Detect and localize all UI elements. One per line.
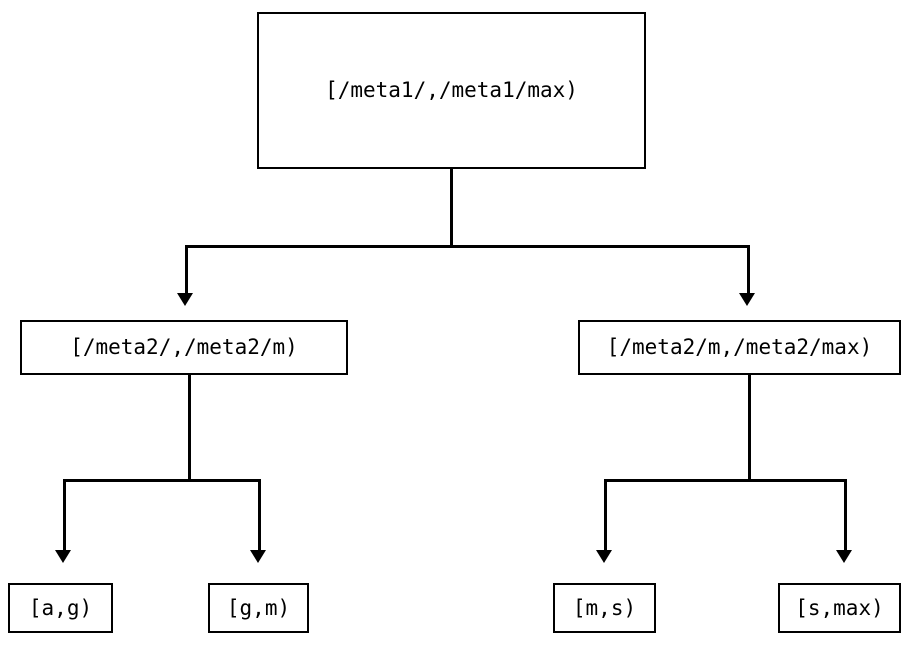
tree-node-leaf-smax[interactable]: [s,max) — [778, 583, 901, 633]
tree-node-meta2-high[interactable]: [/meta2/m,/meta2/max) — [578, 320, 901, 375]
edge-meta2-high-stem — [748, 375, 751, 481]
tree-node-root[interactable]: [/meta1/,/meta1/max) — [257, 12, 646, 169]
arrowhead-meta2-low-to-leaf-gm — [250, 550, 266, 563]
arrowhead-root-to-meta2-low — [177, 293, 193, 306]
tree-node-leaf-ag[interactable]: [a,g) — [8, 583, 113, 633]
tree-node-leaf-ms-label: [m,s) — [572, 595, 637, 620]
tree-node-leaf-ag-label: [a,g) — [28, 595, 93, 620]
tree-node-leaf-ms[interactable]: [m,s) — [553, 583, 656, 633]
tree-node-meta2-low[interactable]: [/meta2/,/meta2/m) — [20, 320, 348, 375]
edge-meta2-low-distribution-bar — [63, 479, 261, 482]
arrowhead-root-to-meta2-high — [739, 293, 755, 306]
edge-root-distribution-bar — [185, 245, 750, 248]
edge-meta2-low-stem — [188, 375, 191, 481]
tree-node-meta2-high-label: [/meta2/m,/meta2/max) — [606, 335, 873, 359]
edge-meta2-high-to-leaf-smax — [844, 479, 847, 552]
arrowhead-meta2-low-to-leaf-ag — [55, 550, 71, 563]
tree-node-root-label: [/meta1/,/meta1/max) — [325, 78, 578, 102]
edge-meta2-high-distribution-bar — [604, 479, 847, 482]
edge-root-stem — [450, 169, 453, 247]
tree-node-leaf-smax-label: [s,max) — [795, 595, 884, 620]
edge-root-to-meta2-high — [747, 245, 750, 295]
edge-meta2-low-to-leaf-ag — [63, 479, 66, 552]
tree-node-meta2-low-label: [/meta2/,/meta2/m) — [70, 335, 298, 359]
arrowhead-meta2-high-to-leaf-smax — [836, 550, 852, 563]
tree-node-leaf-gm-label: [g,m) — [226, 595, 291, 620]
arrowhead-meta2-high-to-leaf-ms — [596, 550, 612, 563]
tree-node-leaf-gm[interactable]: [g,m) — [208, 583, 309, 633]
edge-meta2-low-to-leaf-gm — [258, 479, 261, 552]
edge-meta2-high-to-leaf-ms — [604, 479, 607, 552]
edge-root-to-meta2-low — [185, 245, 188, 295]
